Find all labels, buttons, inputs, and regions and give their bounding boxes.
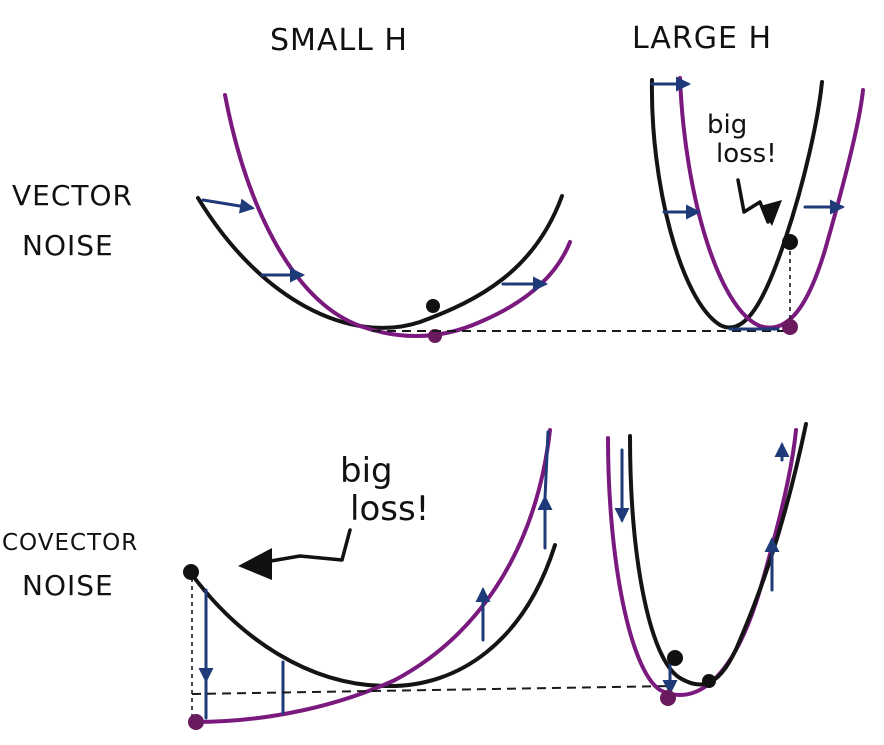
panel-large-h-covector-noise bbox=[606, 422, 808, 706]
purple-loss-curve bbox=[193, 428, 552, 724]
purple-loss-curve bbox=[223, 93, 572, 338]
point-purple bbox=[782, 319, 798, 335]
annotation-pointer-zigzag bbox=[263, 528, 352, 564]
row-header-covector-line2: NOISE bbox=[22, 569, 114, 602]
annotation-big-loss-line1: big bbox=[340, 451, 393, 491]
row-header-vector-line1: VECTOR bbox=[12, 179, 133, 212]
black-loss-curve bbox=[196, 194, 564, 330]
annotation-pointer-head bbox=[238, 548, 272, 580]
point-black bbox=[782, 234, 798, 250]
arrow-shift bbox=[201, 198, 255, 214]
annotation-pointer-head bbox=[760, 200, 782, 226]
column-header-large-h: LARGE H bbox=[632, 21, 772, 56]
point-purple bbox=[660, 690, 676, 706]
annotation-big-loss-line2: loss! bbox=[716, 139, 777, 169]
black-loss-curve bbox=[649, 78, 824, 330]
arrow-shift bbox=[543, 430, 550, 500]
row-header-covector-line1: COVECTOR bbox=[2, 530, 138, 556]
point-purple bbox=[188, 714, 204, 730]
panel-large-h-vector-noise: big loss! bbox=[649, 76, 865, 335]
dashed-reference-line-bottom bbox=[191, 685, 673, 695]
column-header-small-h: SMALL H bbox=[270, 23, 408, 58]
annotation-big-loss-line2: loss! bbox=[350, 489, 429, 529]
panel-small-h-covector-noise: big loss! bbox=[183, 428, 557, 730]
point-purple bbox=[428, 329, 442, 343]
point-black bbox=[667, 650, 683, 666]
point-black bbox=[702, 674, 716, 688]
panel-small-h-vector-noise bbox=[196, 93, 572, 343]
annotation-big-loss-line1: big bbox=[707, 110, 747, 140]
row-header-vector-line2: NOISE bbox=[22, 229, 114, 262]
black-loss-curve bbox=[628, 422, 808, 687]
point-black bbox=[426, 299, 440, 313]
point-black bbox=[183, 564, 199, 580]
annotation-pointer-zigzag bbox=[736, 178, 770, 224]
purple-loss-curve bbox=[606, 428, 798, 697]
